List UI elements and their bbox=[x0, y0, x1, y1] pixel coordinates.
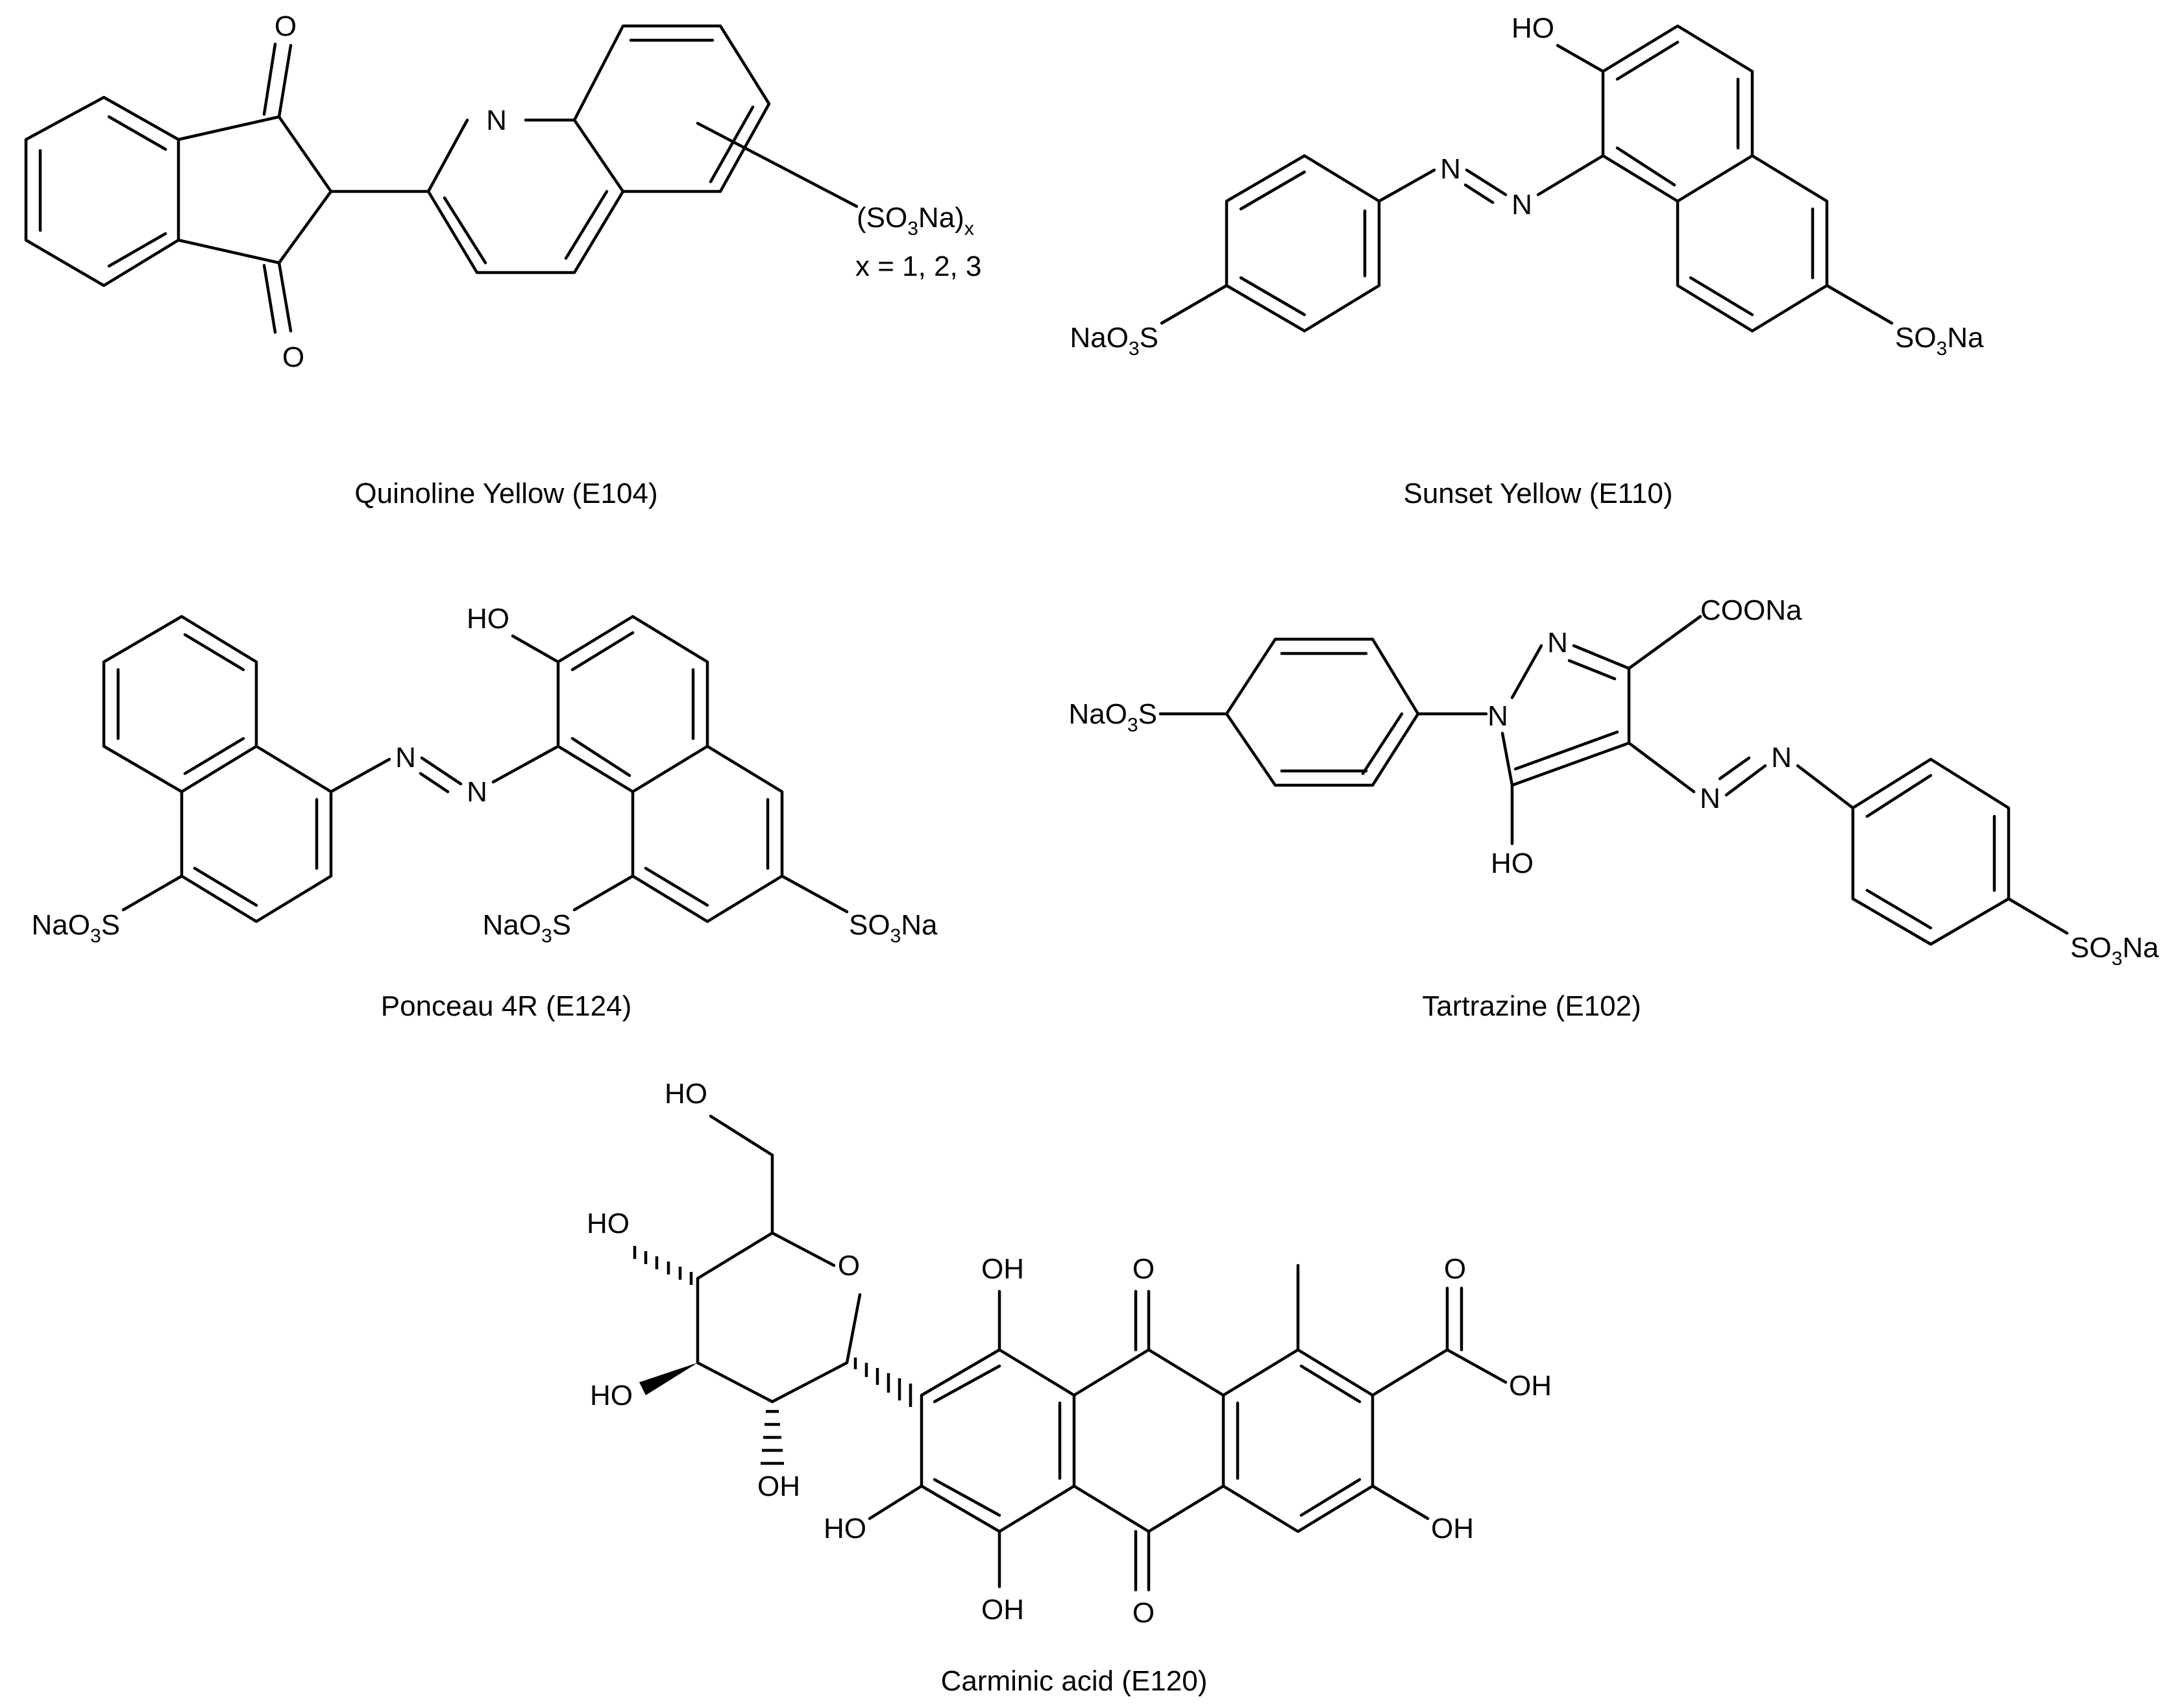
sulfonate-right-sunset: SO3Na bbox=[1895, 322, 1984, 360]
hydroxyl-aryl-right: OH bbox=[1431, 1513, 1474, 1544]
azo-nitrogen-5: N bbox=[1700, 783, 1720, 814]
sulfonate-group-x: (SO3Na)x bbox=[857, 202, 974, 239]
azo-nitrogen-3: N bbox=[395, 742, 416, 774]
quinone-oxygen-top: O bbox=[1132, 1253, 1155, 1285]
structure-tartrazine: N N N N COONa HO NaO3S SO3Na Tartrazine … bbox=[1068, 594, 2159, 1022]
quinone-oxygen-bottom: O bbox=[1132, 1597, 1155, 1629]
sulfonate-left-sunset: NaO3S bbox=[1070, 322, 1158, 360]
azo-nitrogen-6: N bbox=[1771, 742, 1792, 774]
carboxyl-hydroxyl: OH bbox=[1509, 1370, 1552, 1402]
hydroxyl-sunset: HO bbox=[1511, 12, 1554, 44]
quinoline-nitrogen: N bbox=[486, 104, 507, 136]
pyrazole-nitrogen-1: N bbox=[1487, 700, 1508, 732]
hydroxyl-sugar-1: HO bbox=[587, 1208, 630, 1239]
caption-tartrazine: Tartrazine (E102) bbox=[1422, 990, 1641, 1022]
hydroxyl-aryl-left: HO bbox=[824, 1513, 866, 1544]
pyrazole-nitrogen-2: N bbox=[1547, 627, 1568, 659]
x-values-label: x = 1, 2, 3 bbox=[855, 250, 981, 282]
sulfonate-left-ponceau: NaO3S bbox=[31, 909, 120, 947]
hydroxyl-tartrazine: HO bbox=[1491, 848, 1534, 879]
azo-nitrogen-2: N bbox=[1511, 189, 1532, 221]
hydroxyl-aryl-top: OH bbox=[981, 1253, 1024, 1285]
sugar-ring-oxygen: O bbox=[838, 1250, 860, 1282]
hydroxyl-ch2oh: HO bbox=[665, 1078, 707, 1110]
sulfonate-left-tartrazine: NaO3S bbox=[1068, 698, 1157, 736]
hashed-bond-3 bbox=[853, 1358, 912, 1407]
hydroxyl-sugar-3: OH bbox=[757, 1470, 800, 1502]
sulfonate-right-tartrazine: SO3Na bbox=[2070, 932, 2159, 970]
hashed-bond-1 bbox=[633, 1246, 693, 1285]
caption-carminic-acid: Carminic acid (E120) bbox=[941, 1665, 1208, 1697]
hydroxyl-ponceau: HO bbox=[467, 603, 509, 635]
wedge-bond-ho bbox=[639, 1363, 698, 1395]
structure-carminic-acid: HO HO HO OH O OH O O HO OH O OH OH Carmi… bbox=[587, 1078, 1552, 1697]
carbonyl-oxygen-top: O bbox=[275, 10, 297, 42]
caption-quinoline-yellow: Quinoline Yellow (E104) bbox=[354, 478, 657, 509]
caption-sunset-yellow: Sunset Yellow (E110) bbox=[1403, 478, 1672, 509]
carboxylate-label: COONa bbox=[1700, 594, 1802, 626]
caption-ponceau-4r: Ponceau 4R (E124) bbox=[381, 990, 631, 1022]
carboxyl-oxygen: O bbox=[1444, 1253, 1466, 1285]
structure-ponceau-4r: HO N N NaO3S NaO3S SO3Na Ponceau 4R (E12… bbox=[31, 603, 938, 1022]
carbonyl-oxygen-bottom: O bbox=[282, 341, 304, 373]
structure-quinoline-yellow: O O N (SO3Na)x x = 1, 2, 3 Quinoline Yel… bbox=[24, 10, 981, 509]
hydroxyl-aryl-bottom: OH bbox=[981, 1594, 1024, 1626]
azo-nitrogen-4: N bbox=[467, 776, 487, 808]
structure-sunset-yellow: HO N N NaO3S SO3Na Sunset Yellow (E110) bbox=[1070, 12, 1984, 509]
hashed-bond-2 bbox=[761, 1409, 784, 1465]
azo-nitrogen-1: N bbox=[1440, 153, 1461, 185]
hydroxyl-sugar-2: HO bbox=[590, 1380, 633, 1411]
sulfonate-right-ponceau: SO3Na bbox=[849, 909, 938, 947]
sulfonate-middle-ponceau: NaO3S bbox=[482, 909, 571, 947]
